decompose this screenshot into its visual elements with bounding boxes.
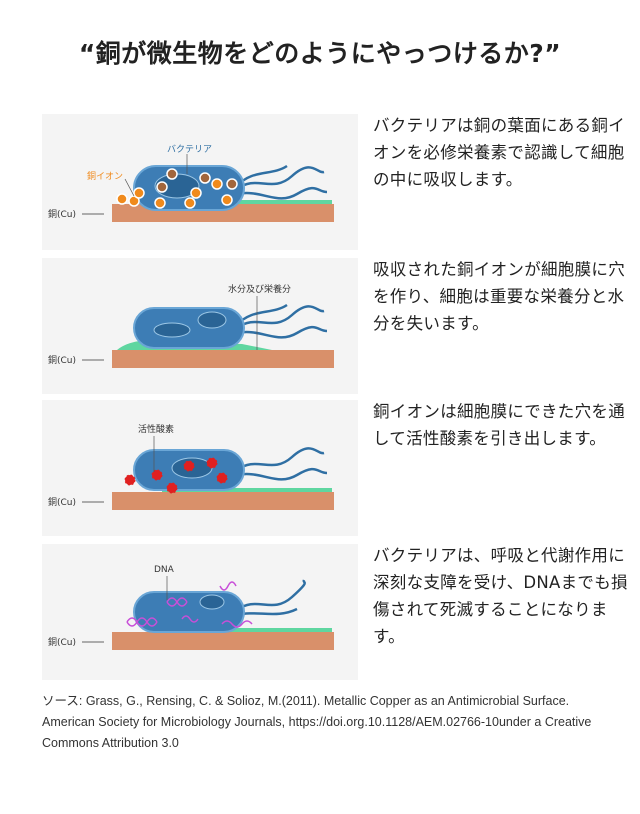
label-copper-ion: 銅イオン: [87, 170, 123, 182]
illustration-membrane-damage: 水分及び栄養分 銅(Cu): [48, 283, 334, 368]
copper-slab: [112, 492, 334, 510]
flagella-icon: [236, 447, 328, 481]
label-ros: 活性酸素: [138, 423, 174, 435]
step-1-text: バクテリアは銅の葉面にある銅イオンを必修栄養素で認識して細胞の中に吸収します。: [373, 116, 625, 189]
panel-step-1: バクテリア 銅イオン 銅(Cu): [42, 114, 358, 250]
copper-slab: [112, 350, 334, 368]
source-citation: ソース: Grass, G., Rensing, C. & Solioz, M.…: [42, 694, 592, 750]
panel-step-2: 水分及び栄養分 銅(Cu): [42, 258, 358, 394]
label-copper: 銅(Cu): [48, 636, 76, 648]
illustration-ros: 活性酸素 銅(Cu): [48, 423, 334, 510]
label-nutrient: 水分及び栄養分: [228, 283, 291, 295]
step-4-text: バクテリアは、呼吸と代謝作用に深刻な支障を受け、DNAまでも損傷されて死滅するこ…: [373, 546, 628, 646]
page-title: “銅が微生物をどのようにやっつけるか?”: [78, 39, 562, 68]
label-bacteria: バクテリア: [167, 144, 212, 155]
flagella-icon: [236, 579, 306, 617]
label-copper: 銅(Cu): [48, 208, 76, 220]
flagella-icon: [236, 303, 328, 339]
step-3-text: 銅イオンは細胞膜にできた穴を通して活性酸素を引き出します。: [373, 402, 625, 448]
label-copper: 銅(Cu): [48, 496, 76, 508]
illustration-ion-absorption: バクテリア 銅イオン 銅(Cu): [48, 144, 334, 222]
illustration-dna-damage: DNA 銅(Cu): [48, 565, 334, 650]
label-copper: 銅(Cu): [48, 354, 76, 366]
reactive-oxygen-icons: [124, 457, 228, 494]
panel-step-3: 活性酸素 銅(Cu): [42, 400, 358, 536]
surface-layer: [202, 200, 332, 204]
label-dna: DNA: [154, 565, 175, 575]
copper-slab: [112, 632, 334, 650]
panel-step-4: DNA 銅(Cu): [42, 544, 358, 680]
step-2-text: 吸収された銅イオンが細胞膜に穴を作り、細胞は重要な栄養分と水分を失います。: [373, 260, 625, 333]
dna-fragment-icons: [126, 581, 253, 628]
flagella-icon: [236, 164, 328, 200]
copper-ion-icons: [116, 168, 238, 209]
